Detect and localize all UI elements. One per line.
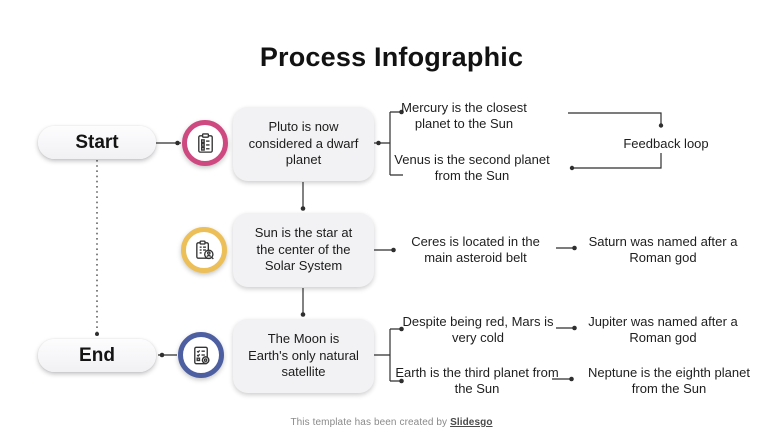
clipboard-checklist-icon: [194, 132, 217, 155]
step2-box-text: Sun is the star at the center of the Sol…: [254, 225, 353, 274]
branch-mars-text: Despite being red, Mars is very cold: [402, 314, 554, 345]
step2-icon-circle[interactable]: [181, 227, 227, 273]
step3-icon-circle[interactable]: [178, 332, 224, 378]
checklist-gear-icon: [190, 344, 213, 367]
step1-box[interactable]: Pluto is now considered a dwarf planet: [233, 107, 374, 181]
start-node-label: Start: [75, 131, 119, 153]
step1-icon-circle[interactable]: [182, 120, 228, 166]
step3-box-text: The Moon is Earth's only natural satelli…: [248, 331, 359, 380]
feedback-loop-label: Feedback loop: [623, 136, 709, 151]
clipboard-person-search-icon: [193, 239, 216, 262]
branch-earth-text: Earth is the third planet from the Sun: [395, 365, 559, 396]
footer-credit-text: This template has been created by: [290, 417, 448, 428]
branch-jupiter-text: Jupiter was named after a Roman god: [588, 314, 738, 345]
branch-saturn-text: Saturn was named after a Roman god: [588, 234, 738, 265]
branch-neptune-text: Neptune is the eighth planet from the Su…: [588, 365, 750, 396]
slidesgo-link[interactable]: Slidesgo: [450, 417, 493, 428]
page-title: Process Infographic: [259, 42, 524, 72]
branch-ceres-text: Ceres is located in the main asteroid be…: [411, 234, 540, 265]
step2-box[interactable]: Sun is the star at the center of the Sol…: [233, 213, 374, 287]
end-node[interactable]: End: [38, 339, 156, 372]
start-node[interactable]: Start: [38, 126, 156, 159]
step3-box[interactable]: The Moon is Earth's only natural satelli…: [233, 319, 374, 393]
footer-credit: This template has been created by Slides…: [0, 417, 783, 428]
step1-box-text: Pluto is now considered a dwarf planet: [248, 119, 359, 168]
branch-venus-text: Venus is the second planet from the Sun: [394, 152, 550, 183]
end-node-label: End: [79, 344, 115, 366]
branch-mercury-text: Mercury is the closest planet to the Sun: [401, 100, 527, 131]
